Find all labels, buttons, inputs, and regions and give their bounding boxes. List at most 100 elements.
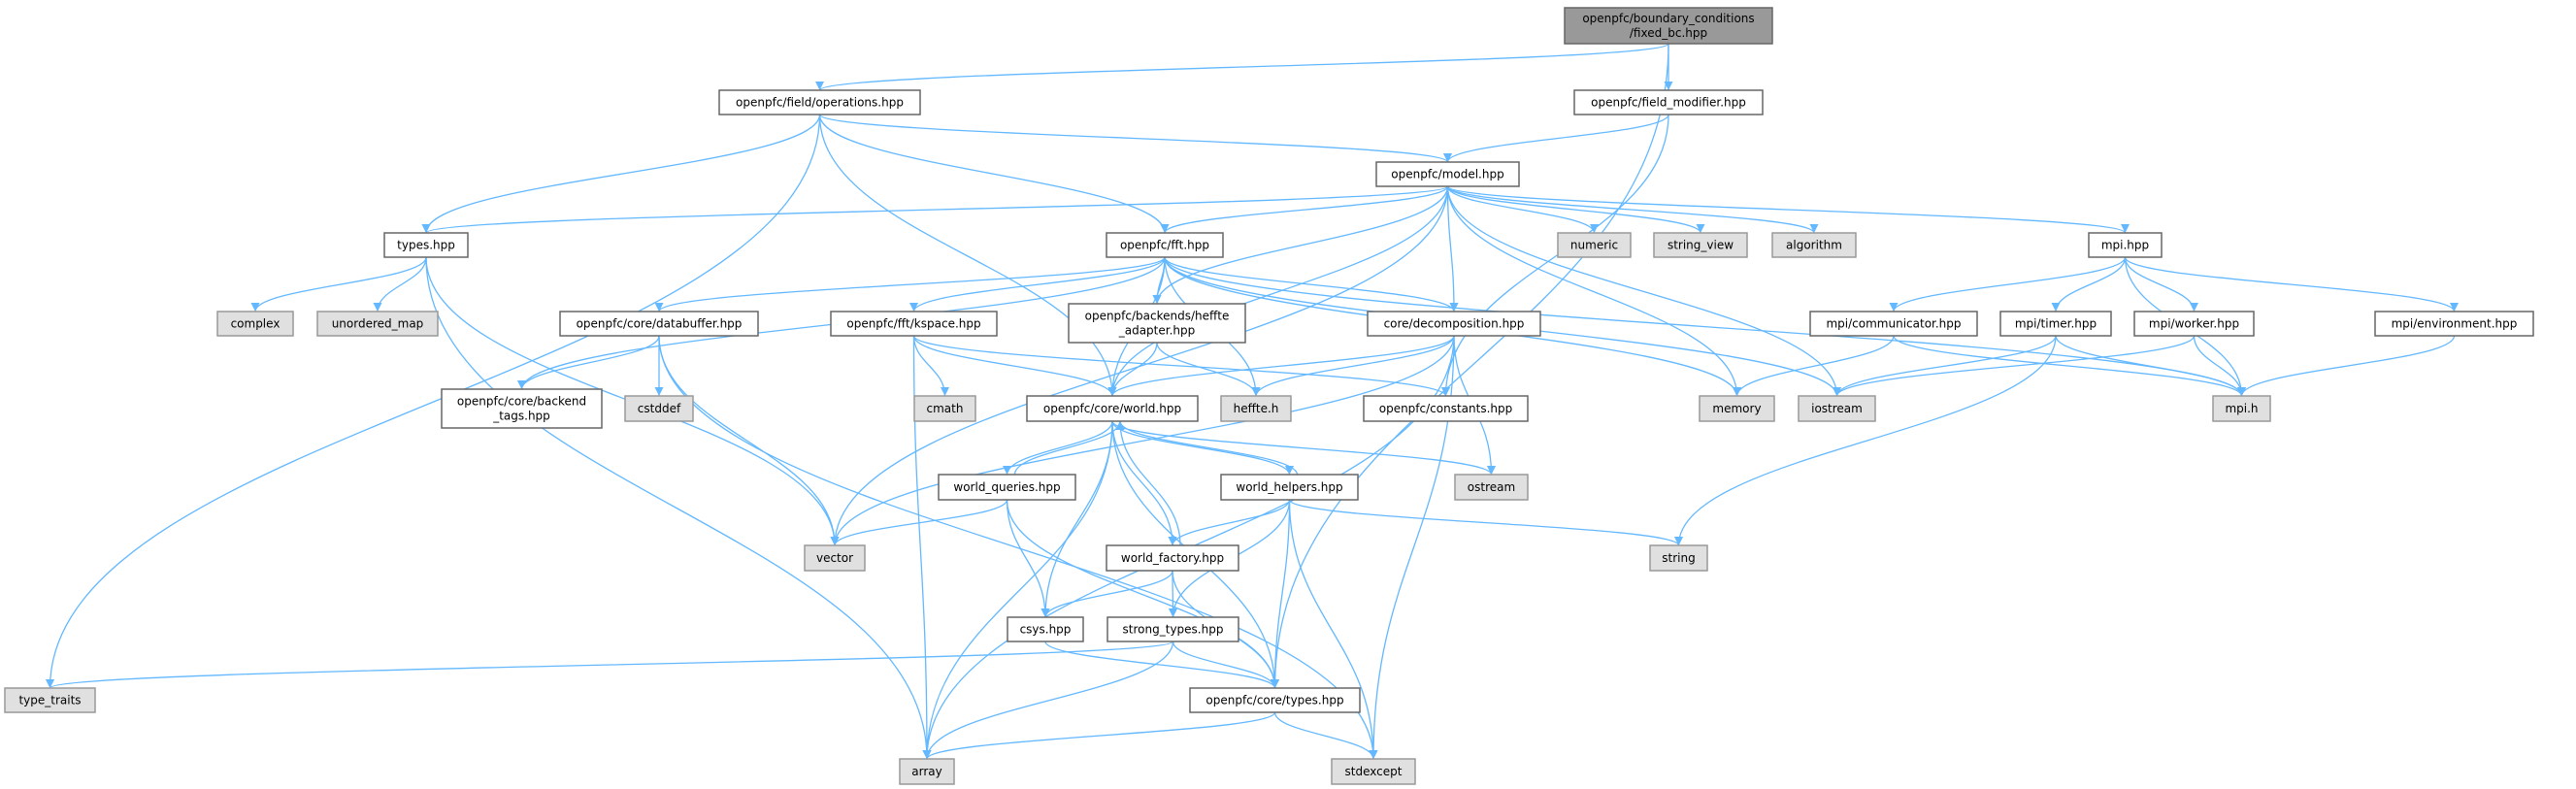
- node-label: stdexcept: [1345, 765, 1403, 778]
- node-label: world_factory.hpp: [1121, 551, 1224, 565]
- edge-model-to-mpi_hpp: [1446, 185, 2130, 234]
- node-label: openpfc/fft.hpp: [1120, 239, 1209, 252]
- node-label: _adapter.hpp: [1118, 324, 1196, 338]
- node-algorithm: algorithm: [1771, 232, 1857, 258]
- node-databuffer[interactable]: openpfc/core/databuffer.hpp: [559, 311, 759, 337]
- nodes-layer: openpfc/boundary_conditions/fixed_bc.hpp…: [4, 7, 2534, 785]
- edge-databuffer-to-backend_tags: [517, 335, 660, 390]
- node-fft[interactable]: openpfc/fft.hpp: [1106, 232, 1224, 258]
- node-label: csys.hpp: [1020, 623, 1072, 637]
- node-core-types[interactable]: openpfc/core/types.hpp: [1189, 687, 1361, 713]
- edge-types-to-complex: [250, 256, 427, 312]
- node-label: mpi/communicator.hpp: [1826, 317, 1961, 331]
- edge-decomposition-to-world: [1107, 335, 1455, 397]
- edge-communicator-to-mpi_h: [1893, 335, 2246, 397]
- node-label: strong_types.hpp: [1123, 623, 1224, 637]
- node-box: [1026, 395, 1199, 422]
- node-constants[interactable]: openpfc/constants.hpp: [1363, 395, 1529, 422]
- edge-kspace-to-cmath: [912, 335, 949, 397]
- edge-model-to-algorithm: [1446, 185, 1819, 234]
- edge-strong_types-to-type_traits: [46, 641, 1174, 689]
- node-box: [1375, 161, 1520, 187]
- node-timer[interactable]: mpi/timer.hpp: [1999, 311, 2112, 337]
- node-box: [1809, 311, 1978, 337]
- node-iostream: iostream: [1798, 395, 1876, 422]
- node-label: array: [911, 765, 941, 778]
- node-label: type_traits: [18, 694, 81, 707]
- edge-fixed_bc-to-operations: [815, 43, 1669, 91]
- edge-world_queries-to-csys: [1006, 499, 1050, 618]
- node-world-factory[interactable]: world_factory.hpp: [1106, 544, 1239, 572]
- node-kspace[interactable]: openpfc/fft/kspace.hpp: [830, 311, 998, 337]
- node-mpi-hpp[interactable]: mpi.hpp: [2088, 232, 2163, 258]
- edge-field_modifier-to-model: [1443, 114, 1669, 163]
- node-worker[interactable]: mpi/worker.hpp: [2133, 311, 2255, 337]
- edge-heffte_adapter-to-world: [1107, 342, 1158, 397]
- node-cmath: cmath: [913, 395, 976, 422]
- node-label: mpi/timer.hpp: [2015, 317, 2097, 331]
- node-label: algorithm: [1786, 239, 1842, 252]
- node-strong-types[interactable]: strong_types.hpp: [1106, 616, 1239, 642]
- node-mpi-h: mpi.h: [2212, 395, 2271, 422]
- node-world-queries[interactable]: world_queries.hpp: [938, 474, 1076, 501]
- node-world[interactable]: openpfc/core/world.hpp: [1026, 395, 1199, 422]
- node-complex: complex: [216, 311, 294, 337]
- edge-model-to-world: [1107, 185, 1449, 397]
- edge-mpi_hpp-to-worker: [2124, 256, 2198, 312]
- node-label: cstddef: [638, 402, 681, 415]
- node-box: [718, 89, 921, 115]
- node-field-modifier[interactable]: openpfc/field_modifier.hpp: [1573, 89, 1764, 115]
- node-label: ostream: [1468, 480, 1515, 494]
- edge-world-to-world_factory: [1111, 420, 1177, 546]
- node-environment[interactable]: mpi/environment.hpp: [2374, 311, 2534, 337]
- node-model[interactable]: openpfc/model.hpp: [1375, 161, 1520, 187]
- node-label: openpfc/backends/heffte: [1085, 310, 1230, 323]
- node-label: _tags.hpp: [492, 410, 550, 423]
- node-decomposition[interactable]: core/decomposition.hpp: [1367, 311, 1541, 337]
- node-numeric: numeric: [1557, 232, 1632, 258]
- node-label: core/decomposition.hpp: [1384, 317, 1525, 331]
- node-box: [1454, 474, 1529, 501]
- node-memory: memory: [1699, 395, 1775, 422]
- edge-fft-to-kspace: [909, 256, 1166, 312]
- node-box: [1573, 89, 1764, 115]
- edge-world_helpers-to-string: [1288, 499, 1683, 546]
- node-box: [1367, 311, 1541, 337]
- node-label: iostream: [1811, 402, 1863, 415]
- edge-world-to-world_helpers: [1111, 420, 1294, 476]
- edge-types-to-array: [425, 256, 932, 760]
- node-world-helpers[interactable]: world_helpers.hpp: [1220, 474, 1359, 501]
- edge-strong_types-to-core_types: [1172, 641, 1279, 689]
- node-backend-tags[interactable]: openpfc/core/backend_tags.hpp: [441, 388, 603, 429]
- edge-world_factory-to-world: [1115, 420, 1181, 546]
- node-box: [1699, 395, 1775, 422]
- node-label: mpi/worker.hpp: [2149, 317, 2239, 331]
- node-label: memory: [1712, 402, 1761, 415]
- node-heffte-h: heffte.h: [1220, 395, 1292, 422]
- node-box: [1106, 544, 1239, 572]
- node-box: [899, 758, 955, 785]
- edge-operations-to-type_traits: [46, 114, 821, 689]
- node-box: [216, 311, 294, 337]
- node-box: [1649, 544, 1708, 572]
- node-label: complex: [231, 317, 281, 331]
- node-types[interactable]: types.hpp: [383, 232, 469, 258]
- node-csys[interactable]: csys.hpp: [1007, 616, 1084, 642]
- node-heffte-adapter[interactable]: openpfc/backends/heffte_adapter.hpp: [1068, 303, 1246, 344]
- node-label: openpfc/model.hpp: [1391, 168, 1503, 181]
- node-string: string: [1649, 544, 1708, 572]
- node-label: world_helpers.hpp: [1236, 480, 1342, 494]
- edge-operations-to-model: [818, 114, 1452, 163]
- node-operations[interactable]: openpfc/field/operations.hpp: [718, 89, 921, 115]
- node-box: [1106, 232, 1224, 258]
- edge-timer-to-mpi_h: [2055, 335, 2246, 397]
- node-label: mpi.h: [2225, 402, 2258, 415]
- node-communicator[interactable]: mpi/communicator.hpp: [1809, 311, 1978, 337]
- edge-timer-to-iostream: [1833, 335, 2057, 397]
- node-label: string_view: [1668, 239, 1734, 252]
- node-label: unordered_map: [332, 317, 424, 331]
- node-label: mpi/environment.hpp: [2392, 317, 2518, 331]
- edge-fft-to-decomposition: [1164, 256, 1459, 312]
- node-box: [1564, 7, 1773, 45]
